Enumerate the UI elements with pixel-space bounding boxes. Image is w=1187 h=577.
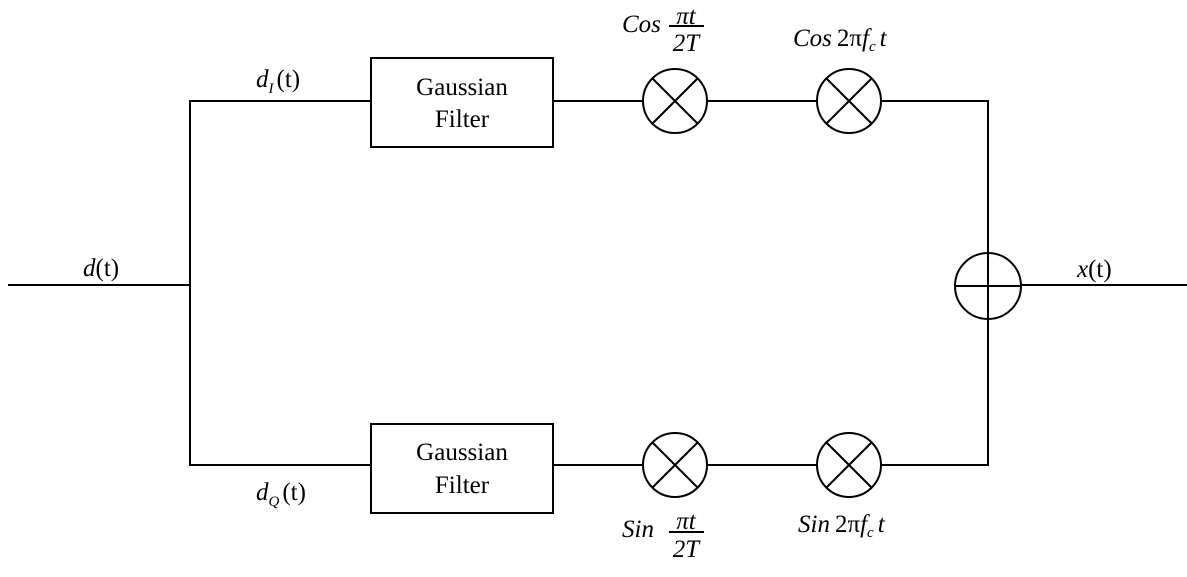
q-filter-label-line2: Filter: [435, 472, 490, 499]
i-mixer1-numerator: πt: [676, 3, 697, 30]
i-mixer1-label: Cos πt 2T: [622, 3, 704, 57]
q-mixer1-denominator: 2T: [673, 536, 702, 563]
output-signal-label: x(t): [1076, 256, 1112, 283]
i-mixer2-to-sum-line: [881, 100, 989, 253]
q-mixer1-func: Sin: [622, 516, 654, 543]
i-filter-label-line2: Filter: [435, 106, 490, 133]
i-mixer1-denominator: 2T: [673, 30, 702, 57]
q-mixer1-numerator: πt: [676, 508, 697, 535]
q-mixer2-multiplier: [816, 432, 882, 498]
i-mixer2-multiplier: [816, 68, 882, 134]
i-signal-label: dI(t): [256, 66, 300, 97]
input-signal-label: d(t): [83, 255, 119, 282]
q-mixer1-multiplier: [642, 432, 708, 498]
q-mixer1-label: Sin πt 2T: [622, 508, 704, 563]
q-filter-label-line1: Gaussian: [416, 439, 508, 466]
q-signal-label: dQ(t): [256, 479, 306, 510]
split-vertical-line: [189, 100, 371, 466]
i-mixer1-func: Cos: [622, 11, 661, 38]
i-filter-label-line1: Gaussian: [416, 74, 508, 101]
summer-adder: [954, 252, 1022, 320]
q-mixer2-to-sum-line: [881, 318, 989, 466]
i-gaussian-filter-block: Gaussian Filter: [370, 57, 554, 148]
i-mixer1-multiplier: [642, 68, 708, 134]
q-gaussian-filter-block: Gaussian Filter: [370, 423, 554, 514]
